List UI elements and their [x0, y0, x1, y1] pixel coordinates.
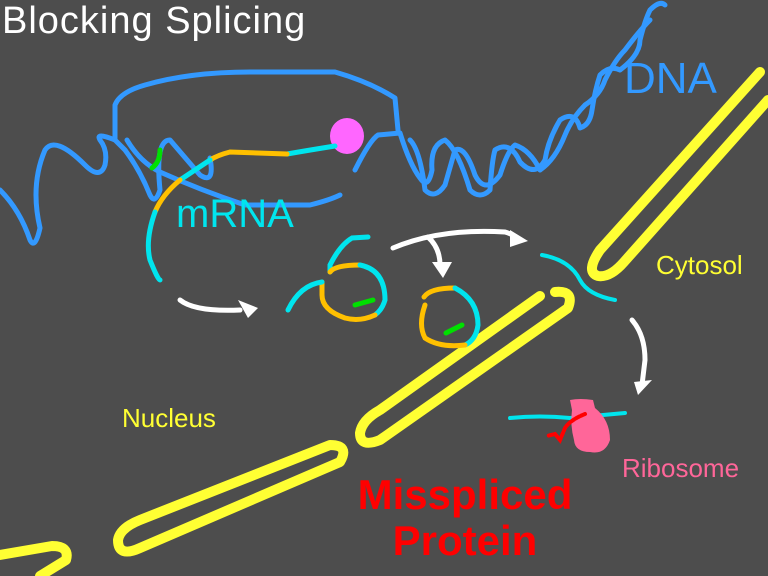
cytosol-label: Cytosol	[656, 250, 743, 280]
membrane-segment-lower	[113, 440, 349, 557]
mrna-label: mRNA	[176, 192, 294, 236]
arrow-to-ribosome	[629, 317, 648, 388]
nucleus-label: Nucleus	[122, 403, 216, 433]
arrow-to-splicing	[177, 297, 243, 313]
pre-mrna-intron	[152, 177, 183, 215]
pre-mrna	[145, 143, 338, 283]
pre-mrna-exon	[177, 157, 213, 183]
blocking-oligo	[149, 147, 163, 171]
ribosome	[570, 399, 610, 453]
membrane-segment-upper	[587, 67, 768, 282]
dna-coil-right-strand2	[407, 17, 653, 197]
dna-label: DNA	[624, 54, 717, 103]
exon-segment	[285, 279, 325, 313]
dna-strand	[0, 0, 668, 246]
arrowhead-icon	[510, 230, 528, 247]
pre-mrna-exon	[145, 209, 163, 283]
diagram-title: Blocking Splicing	[2, 0, 307, 42]
pre-mrna-exon	[284, 143, 338, 157]
dna-loop	[112, 69, 401, 208]
arrowhead-icon	[432, 262, 452, 278]
exon-segment	[452, 285, 481, 348]
exon-segment	[357, 262, 388, 318]
blocking-oligo	[443, 322, 465, 336]
misspliced-protein-label: Misspliced Protein	[340, 471, 590, 565]
misspliced-protein-chain	[545, 412, 587, 444]
rna-polymerase	[330, 118, 364, 154]
intron-segment	[327, 262, 363, 275]
nuclear-membrane	[0, 67, 768, 576]
pre-mrna-intron	[207, 149, 290, 163]
intron-segment	[419, 302, 468, 349]
arrow-to-variants	[390, 228, 523, 251]
membrane-segment-middle	[355, 286, 575, 448]
outcome-line-2: Protein	[392, 517, 538, 565]
dna-coil-right	[352, 0, 668, 198]
splice-loop-1	[285, 234, 388, 322]
membrane-segment-edge	[0, 541, 72, 576]
exon-segment	[327, 234, 371, 275]
arrowhead-icon	[238, 300, 258, 318]
dna-coil-left	[0, 133, 214, 246]
blocking-oligo	[352, 297, 376, 308]
cytoplasmic-mrna	[508, 411, 627, 421]
arrowheads	[238, 230, 652, 395]
intron-segment	[421, 285, 458, 300]
splice-loop-2	[419, 285, 481, 349]
arrow-to-second-variant	[425, 234, 443, 268]
arrowhead-icon	[634, 380, 652, 395]
ribosome-label: Ribosome	[622, 453, 740, 483]
outcome-line-1: Misspliced	[357, 471, 573, 518]
exported-mrna	[540, 253, 617, 302]
intron-segment	[319, 279, 378, 322]
